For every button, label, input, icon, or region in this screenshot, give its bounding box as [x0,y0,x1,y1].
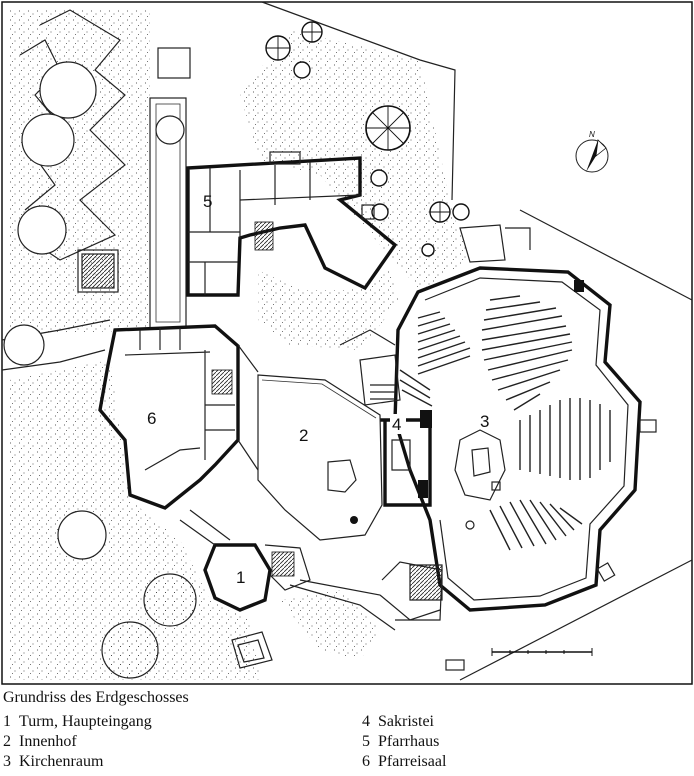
legend-right: 4 Sakristei 5 Pfarrhaus 6 Pfarreisaal [362,712,446,772]
plan-frame [1,1,693,685]
pews [399,295,611,551]
parish-hall-walls [98,324,240,510]
north-arrow: N [575,130,609,173]
rectory-walls [186,151,398,297]
floor-plan-drawing: N 1 2 3 4 5 6 [1,1,693,685]
legend-item: 6 Pfarreisaal [362,753,447,770]
room-number-labels: 1 2 3 4 5 6 [147,192,489,587]
north-label: N [589,130,595,139]
legend-left: 1 Turm, Haupteingang 2 Innenhof 3 Kirche… [3,712,152,772]
terrace-outlines [19,9,191,329]
corridors [179,224,531,631]
room-label-2: 2 [299,426,308,445]
room-label-4: 4 [392,415,401,434]
landscape-stipple [10,8,470,680]
legend-item: 5 Pfarrhaus [362,733,440,750]
trees [3,21,470,679]
room-label-3: 3 [480,412,489,431]
room-label-6: 6 [147,409,156,428]
sacristy-walls [359,354,432,507]
church-hall-walls [393,266,657,671]
tower-entrance-walls [203,543,311,669]
room-label-5: 5 [203,192,212,211]
room-label-1: 1 [236,568,245,587]
courtyard-outline [257,374,383,541]
plan-caption: Grundriss des Erdgeschosses [3,689,189,706]
altar-area [454,429,506,530]
scale-bar [491,648,593,656]
legend-item: 4 Sakristei [362,713,434,730]
legend-item: 3 Kirchenraum [3,753,104,770]
legend-item: 1 Turm, Haupteingang [3,713,152,730]
legend-item: 2 Innenhof [3,733,77,750]
